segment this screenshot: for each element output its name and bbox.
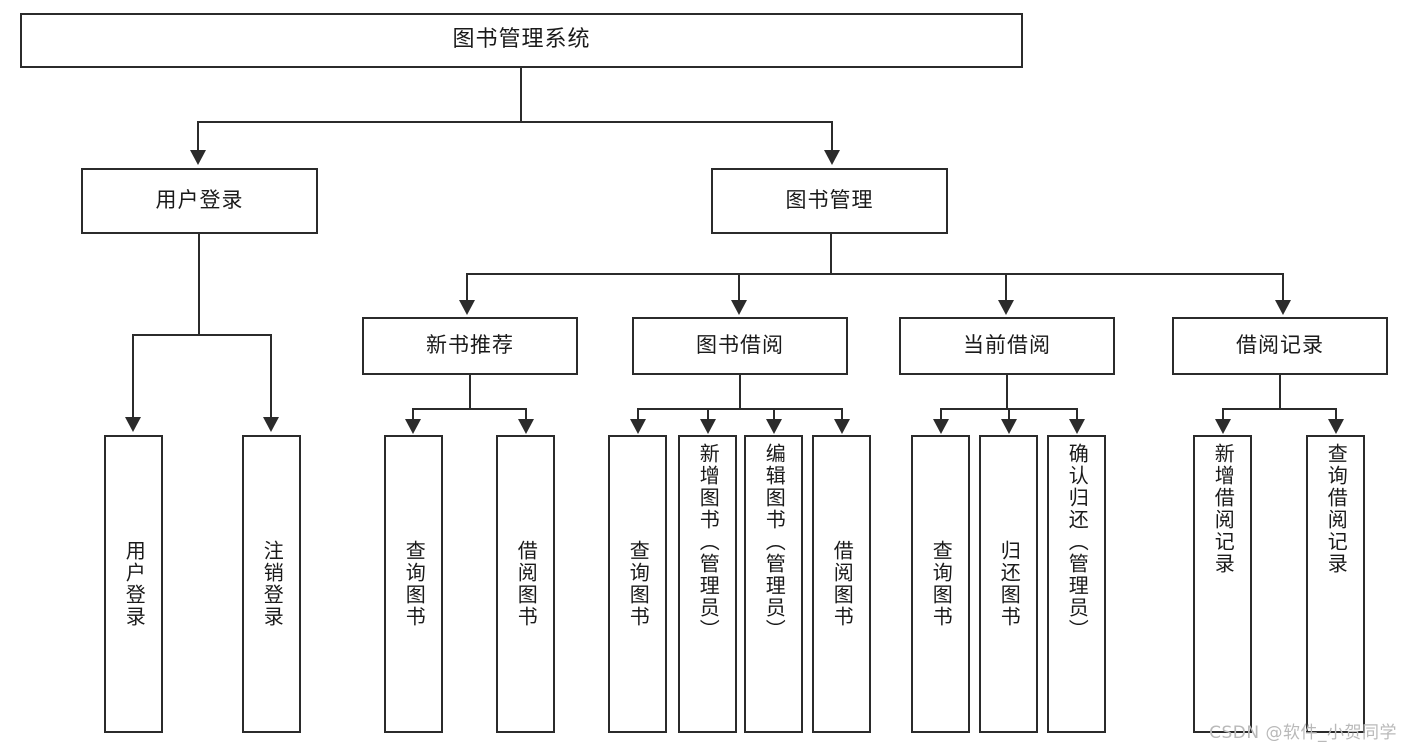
connector-current-borrow-stem (1006, 375, 1008, 409)
node-root[interactable]: 图书管理系统 (20, 13, 1023, 68)
connector-user-login-leaf-1 (132, 334, 134, 418)
connector-book-manage-to-new-book (466, 273, 468, 301)
node-user-login[interactable]: 用户登录 (81, 168, 318, 234)
connector-borrow-record-bar (1222, 408, 1337, 410)
connector-borrow-record-leaf-2 (1335, 408, 1337, 420)
connector-book-manage-stem (830, 234, 832, 274)
node-new-book-recommend[interactable]: 新书推荐 (362, 317, 578, 375)
arrow-book-manage-to-new-book (459, 300, 475, 315)
connector-root-bar (197, 121, 833, 123)
connector-new-book-stem (469, 375, 471, 409)
connector-user-login-bar (132, 334, 272, 336)
leaf-book-borrow-1[interactable]: 查询图书 (608, 435, 667, 733)
leaf-current-borrow-2-label: 归还图书 (997, 540, 1022, 628)
connector-book-borrow-stem (739, 375, 741, 409)
node-root-label: 图书管理系统 (452, 27, 591, 53)
leaf-borrow-record-1[interactable]: 新增借阅记录 (1193, 435, 1252, 733)
leaf-borrow-record-2-label: 查询借阅记录 (1324, 443, 1349, 575)
leaf-book-borrow-4-label: 借阅图书 (830, 540, 855, 628)
arrow-current-borrow-leaf-2 (1001, 419, 1017, 434)
connector-root-to-book-manage (831, 121, 833, 151)
connector-current-borrow-leaf-2 (1008, 408, 1010, 420)
arrow-book-borrow-leaf-1 (630, 419, 646, 434)
arrow-root-to-book-manage (824, 150, 840, 165)
arrow-current-borrow-leaf-3 (1069, 419, 1085, 434)
leaf-current-borrow-1[interactable]: 查询图书 (911, 435, 970, 733)
connector-book-manage-bar (466, 273, 1284, 275)
connector-book-borrow-bar (637, 408, 842, 410)
arrow-new-book-leaf-1 (405, 419, 421, 434)
connector-root-to-user-login (197, 121, 199, 151)
leaf-book-borrow-3-label: 编辑图书（管理员） (762, 443, 787, 641)
arrow-book-manage-to-current (998, 300, 1014, 315)
connector-borrow-record-leaf-1 (1222, 408, 1224, 420)
leaf-current-borrow-2[interactable]: 归还图书 (979, 435, 1038, 733)
node-borrow-record-label: 借阅记录 (1236, 333, 1324, 358)
arrow-new-book-leaf-2 (518, 419, 534, 434)
leaf-new-book-2-label: 借阅图书 (514, 540, 539, 628)
connector-book-borrow-leaf-1 (637, 408, 639, 420)
leaf-user-login-1-label: 用户登录 (122, 540, 147, 628)
connector-current-borrow-leaf-3 (1076, 408, 1078, 420)
arrow-user-login-leaf-2 (263, 417, 279, 432)
node-book-borrow-label: 图书借阅 (696, 333, 784, 358)
arrow-current-borrow-leaf-1 (933, 419, 949, 434)
connector-book-borrow-leaf-3 (773, 408, 775, 420)
arrow-book-borrow-leaf-2 (700, 419, 716, 434)
node-borrow-record[interactable]: 借阅记录 (1172, 317, 1388, 375)
connector-user-login-leaf-2 (270, 334, 272, 418)
connector-new-book-leaf-1 (412, 408, 414, 420)
arrow-book-borrow-leaf-4 (834, 419, 850, 434)
leaf-book-borrow-2[interactable]: 新增图书（管理员） (678, 435, 737, 733)
leaf-current-borrow-3-label: 确认归还（管理员） (1065, 443, 1090, 641)
node-book-manage[interactable]: 图书管理 (711, 168, 948, 234)
connector-new-book-bar (412, 408, 527, 410)
arrow-borrow-record-leaf-2 (1328, 419, 1344, 434)
arrow-book-manage-to-record (1275, 300, 1291, 315)
arrow-book-manage-to-borrow (731, 300, 747, 315)
connector-book-borrow-leaf-4 (841, 408, 843, 420)
connector-book-manage-to-current (1005, 273, 1007, 301)
arrow-root-to-user-login (190, 150, 206, 165)
node-current-borrow-label: 当前借阅 (963, 333, 1051, 358)
connector-current-borrow-leaf-1 (940, 408, 942, 420)
connector-user-login-stem (198, 234, 200, 335)
arrow-book-borrow-leaf-3 (766, 419, 782, 434)
leaf-new-book-1[interactable]: 查询图书 (384, 435, 443, 733)
leaf-user-login-1[interactable]: 用户登录 (104, 435, 163, 733)
leaf-book-borrow-3[interactable]: 编辑图书（管理员） (744, 435, 803, 733)
leaf-borrow-record-1-label: 新增借阅记录 (1211, 443, 1236, 575)
leaf-book-borrow-2-label: 新增图书（管理员） (696, 443, 721, 641)
node-book-borrow[interactable]: 图书借阅 (632, 317, 848, 375)
connector-book-borrow-leaf-2 (707, 408, 709, 420)
leaf-borrow-record-2[interactable]: 查询借阅记录 (1306, 435, 1365, 733)
leaf-user-login-2-label: 注销登录 (260, 540, 285, 628)
arrow-user-login-leaf-1 (125, 417, 141, 432)
node-book-manage-label: 图书管理 (785, 188, 874, 213)
connector-book-manage-to-record (1282, 273, 1284, 301)
connector-root-stem (520, 68, 522, 122)
node-user-login-label: 用户登录 (155, 188, 244, 213)
node-current-borrow[interactable]: 当前借阅 (899, 317, 1115, 375)
connector-book-manage-to-borrow (738, 273, 740, 301)
leaf-new-book-1-label: 查询图书 (402, 540, 427, 628)
connector-new-book-leaf-2 (525, 408, 527, 420)
leaf-new-book-2[interactable]: 借阅图书 (496, 435, 555, 733)
leaf-current-borrow-1-label: 查询图书 (929, 540, 954, 628)
node-new-book-recommend-label: 新书推荐 (426, 333, 514, 358)
connector-borrow-record-stem (1279, 375, 1281, 409)
leaf-book-borrow-1-label: 查询图书 (626, 540, 651, 628)
leaf-current-borrow-3[interactable]: 确认归还（管理员） (1047, 435, 1106, 733)
arrow-borrow-record-leaf-1 (1215, 419, 1231, 434)
leaf-user-login-2[interactable]: 注销登录 (242, 435, 301, 733)
leaf-book-borrow-4[interactable]: 借阅图书 (812, 435, 871, 733)
